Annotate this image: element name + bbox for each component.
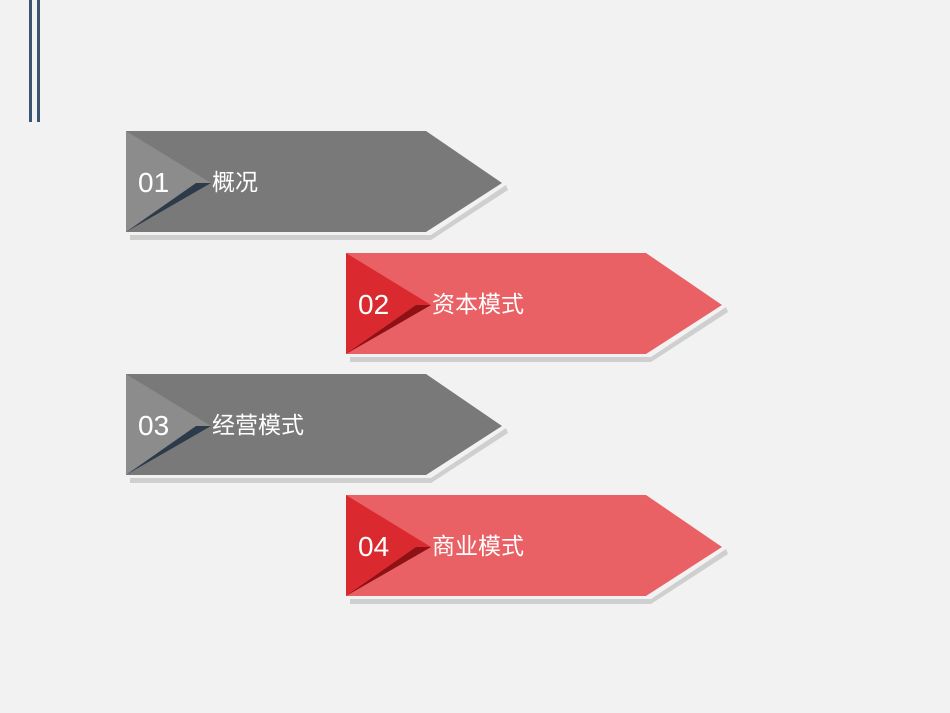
agenda-item-03[interactable]: 03 经营模式 xyxy=(126,374,508,483)
agenda-label: 概况 xyxy=(212,170,258,196)
arrow-fold-shade xyxy=(346,305,431,354)
arrow-fold xyxy=(126,374,211,475)
arrow-body xyxy=(126,131,502,232)
agenda-number: 03 xyxy=(138,410,169,441)
arrow-fold-shade xyxy=(126,183,211,232)
agenda-item-02[interactable]: 02 资本模式 xyxy=(346,253,728,362)
arrow-fold xyxy=(126,131,211,232)
agenda-number: 01 xyxy=(138,167,169,198)
arrow-fold xyxy=(346,253,431,354)
agenda-label: 资本模式 xyxy=(432,292,524,318)
arrow-body xyxy=(346,495,722,596)
decorative-vertical-bar xyxy=(29,0,32,122)
agenda-item-04[interactable]: 04 商业模式 xyxy=(346,495,728,604)
agenda-number: 04 xyxy=(358,531,389,562)
arrow-body xyxy=(346,253,722,354)
agenda-label: 经营模式 xyxy=(212,413,304,439)
arrow-body xyxy=(126,374,502,475)
agenda-number: 02 xyxy=(358,289,389,320)
decorative-vertical-bar xyxy=(37,0,40,122)
agenda-item-01[interactable]: 01 概况 xyxy=(126,131,508,240)
agenda-label: 商业模式 xyxy=(432,534,524,560)
arrow-fold-shade xyxy=(346,547,431,596)
arrow-fold xyxy=(346,495,431,596)
arrow-fold-shade xyxy=(126,426,211,475)
